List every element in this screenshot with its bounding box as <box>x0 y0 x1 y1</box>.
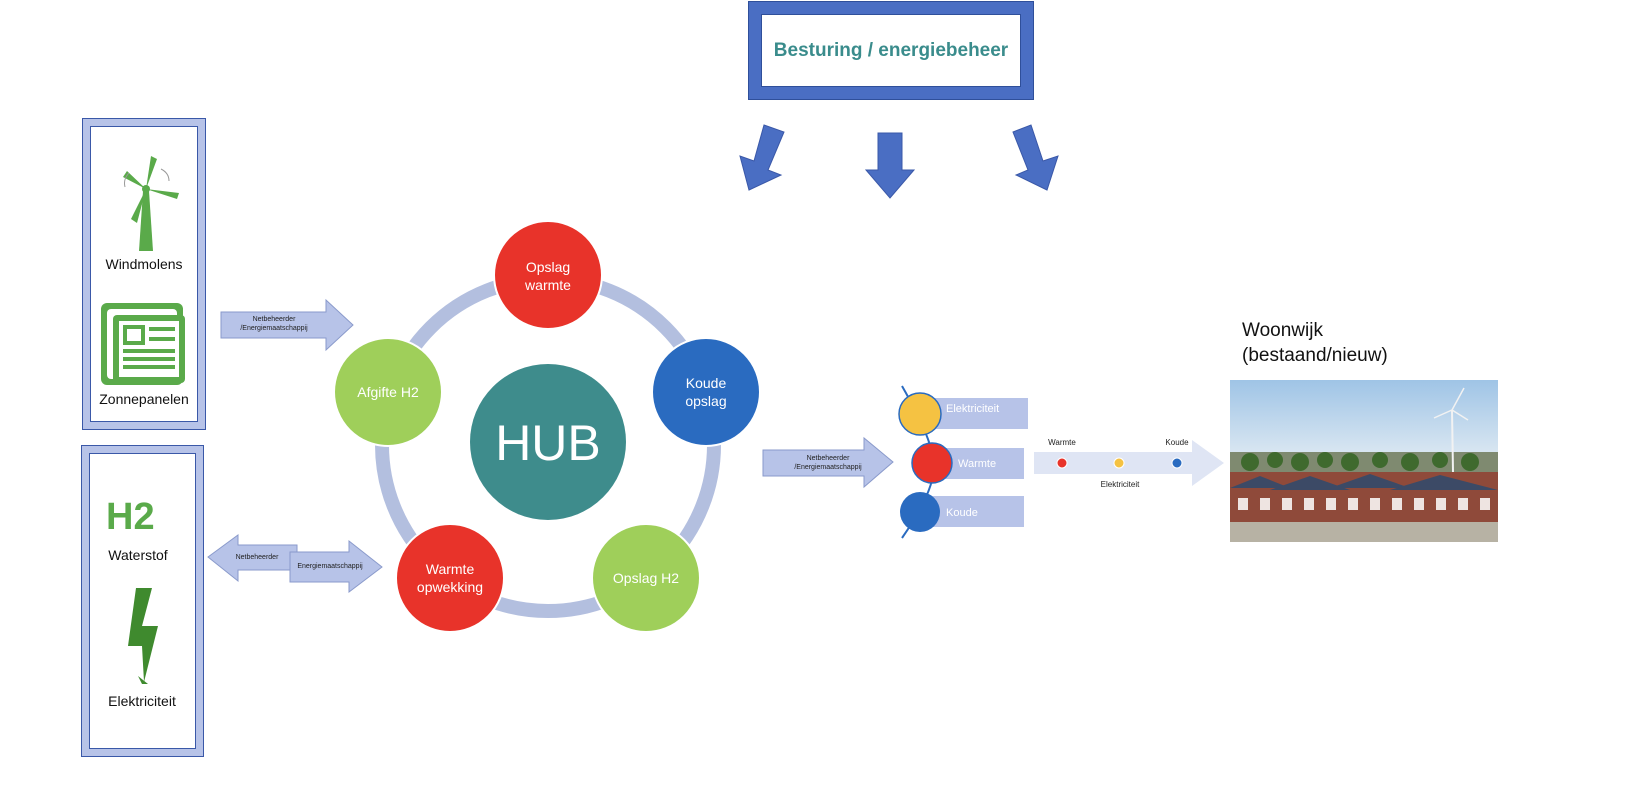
grid-arrow-top-line1: Netbeheerder <box>253 316 296 323</box>
neighbourhood-title-line1: Woonwijk <box>1242 320 1323 341</box>
grid-arrow-right-line2: /Energiemaatschappij <box>794 464 862 471</box>
wind-turbine-icon <box>123 156 179 251</box>
svg-text:warmte: warmte <box>524 277 571 293</box>
svg-text:Warmte: Warmte <box>426 561 475 577</box>
energy-streams: Elektriciteit Warmte Koude <box>898 385 1028 539</box>
solar-panel-icon <box>101 303 185 385</box>
renewables-panel: Windmolens Zonnepanelen <box>82 118 206 430</box>
hub-diagram: HUB Opslag warmte Koude opslag Opslag H2… <box>333 220 761 633</box>
control-title: Besturing / energiebeheer <box>761 14 1021 87</box>
control-arrow-left <box>739 124 785 191</box>
svg-text:opslag: opslag <box>685 393 726 409</box>
h2-icon: H2 <box>106 496 155 538</box>
svg-text:opwekking: opwekking <box>417 579 483 595</box>
node-koude-opslag: Koude opslag <box>651 337 761 447</box>
svg-text:Elektriciteit: Elektriciteit <box>946 403 999 415</box>
control-arrows <box>739 124 1059 199</box>
hub-center <box>470 364 626 520</box>
wind-label: Windmolens <box>105 256 183 272</box>
grid-panel: H2 Waterstof Elektriciteit <box>81 445 204 757</box>
control-arrow-center <box>864 132 916 199</box>
neighbourhood-title: Woonwijk (bestaand/nieuw) <box>1242 318 1388 368</box>
solar-label: Zonnepanelen <box>99 391 189 407</box>
control-arrow-right <box>1012 124 1059 191</box>
stream-warmte: Warmte <box>911 442 1024 484</box>
grid-arrow-top-line2: /Energiemaatschappij <box>240 325 308 332</box>
delivery-arrow: Warmte Koude Elektriciteit <box>1034 438 1224 489</box>
stream-elektriciteit: Elektriciteit <box>898 392 1028 436</box>
svg-text:Opslag: Opslag <box>526 259 570 275</box>
delivery-label-elektriciteit: Elektriciteit <box>1101 480 1140 489</box>
grid-double-arrow-right-text: Energiemaatschappij <box>297 563 363 570</box>
svg-text:Afgifte H2: Afgifte H2 <box>357 384 419 400</box>
hub-center-label: HUB <box>495 415 601 471</box>
delivery-label-warmte: Warmte <box>1048 438 1076 447</box>
stream-koude: Koude <box>900 492 1024 532</box>
neighbourhood-title-line2: (bestaand/nieuw) <box>1242 345 1388 366</box>
node-warmte-opwekking: Warmte opwekking <box>395 523 505 633</box>
grid-arrow-right: Netbeheerder /Energiemaatschappij <box>762 436 894 489</box>
hydrogen-label: Waterstof <box>108 547 168 563</box>
svg-text:Opslag H2: Opslag H2 <box>613 570 679 586</box>
node-afgifte-h2: Afgifte H2 <box>333 337 443 447</box>
neighbourhood-photo <box>1230 380 1498 542</box>
svg-text:Koude: Koude <box>686 375 727 391</box>
grid-double-arrow: Netbeheerder Energiemaatschappij <box>207 534 383 594</box>
grid-double-arrow-left-text: Netbeheerder <box>236 554 279 561</box>
node-opslag-warmte: Opslag warmte <box>493 220 603 330</box>
delivery-label-koude: Koude <box>1165 438 1189 447</box>
electricity-label: Elektriciteit <box>108 693 176 709</box>
node-opslag-h2: Opslag H2 <box>591 523 701 633</box>
svg-text:Warmte: Warmte <box>958 458 996 470</box>
lightning-icon <box>128 588 158 684</box>
grid-arrow-top: Netbeheerder /Energiemaatschappij <box>220 298 354 352</box>
svg-text:Koude: Koude <box>946 507 978 519</box>
grid-arrow-right-line1: Netbeheerder <box>807 455 850 462</box>
control-box: Besturing / energiebeheer <box>748 1 1034 100</box>
